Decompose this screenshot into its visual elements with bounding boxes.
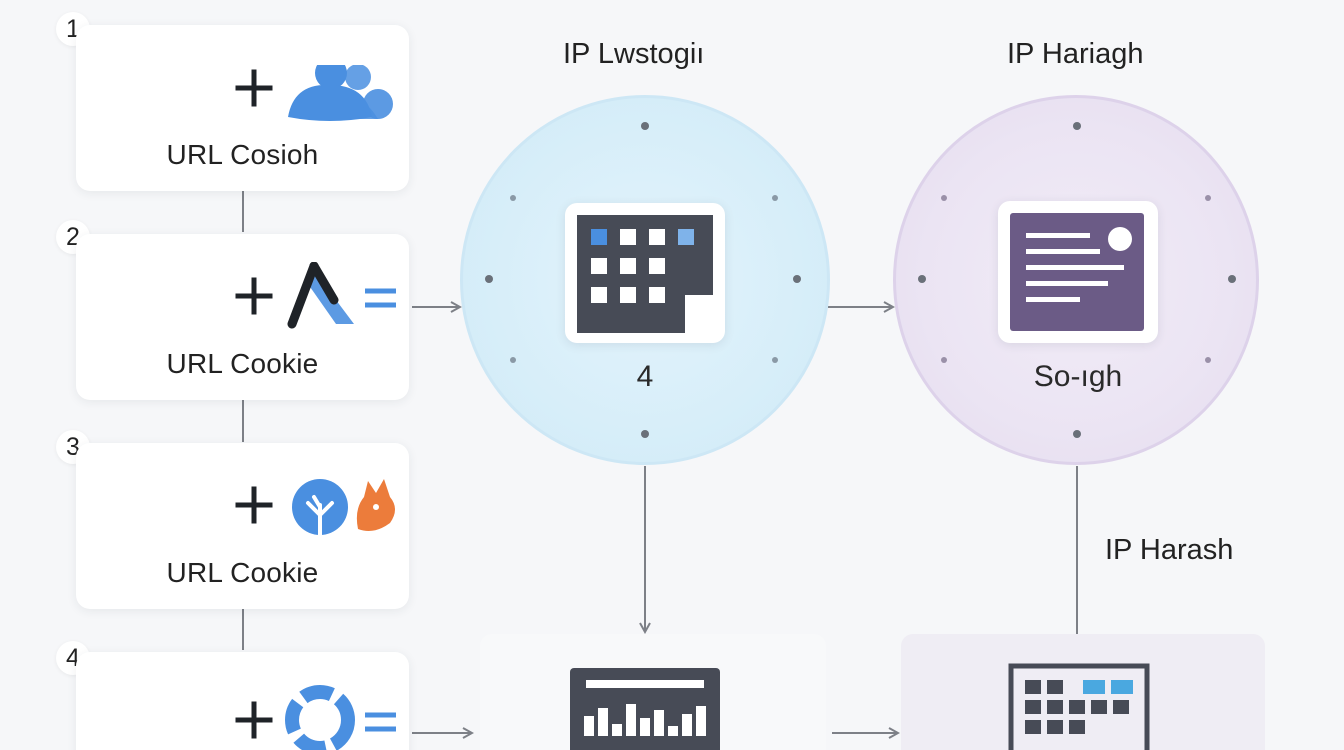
grid-dashboard-icon: [1008, 663, 1150, 750]
bottom-right-panel[interactable]: [901, 634, 1265, 750]
plus-icon: [235, 69, 273, 107]
plus-icon: [235, 486, 273, 524]
calendar-tile: [565, 203, 725, 343]
card-1-icons: [76, 65, 409, 135]
step-card-2[interactable]: URL Cookie: [76, 234, 409, 400]
plus-icon: [235, 701, 273, 739]
ads-icon: [235, 262, 396, 329]
step-number-4: 4: [56, 641, 90, 675]
step-1-label: URL Cosioh: [166, 139, 319, 170]
card-2-icons: [76, 262, 409, 332]
equals-icon: [365, 712, 396, 732]
ring-icon: [235, 685, 396, 750]
circle-dots: [485, 122, 801, 438]
calendar-grid-icon: [577, 215, 713, 333]
middle-node-circle[interactable]: 4: [460, 95, 830, 465]
document-tile: [998, 201, 1158, 343]
circle-dots-right: [918, 122, 1236, 438]
card-3-icons: [76, 471, 409, 541]
plus-icon: [235, 277, 273, 315]
middle-node-title: IP Lwstogiı: [563, 38, 705, 70]
right-node-circle[interactable]: So-ıgh: [893, 95, 1259, 465]
document-panel-icon: [1010, 213, 1144, 331]
tree-icon: [235, 479, 395, 537]
step-2-label: URL Cookie: [166, 348, 319, 379]
middle-node-value: 4: [636, 360, 654, 393]
right-side-label: IP Harash: [1105, 534, 1234, 566]
step-card-3[interactable]: URL Cookie: [76, 443, 409, 609]
users-icon: [235, 65, 393, 121]
bottom-middle-panel[interactable]: [480, 634, 826, 750]
right-node-title: IP Hariagh: [1007, 38, 1144, 70]
right-node-value: So-ıgh: [1033, 360, 1123, 393]
step-card-4[interactable]: [76, 652, 409, 750]
step-card-1[interactable]: URL Cosioh: [76, 25, 409, 191]
dashboard-icon: [570, 668, 720, 750]
card-4-icons: [76, 680, 409, 750]
equals-icon: [365, 288, 396, 308]
step-3-label: URL Cookie: [166, 557, 319, 588]
